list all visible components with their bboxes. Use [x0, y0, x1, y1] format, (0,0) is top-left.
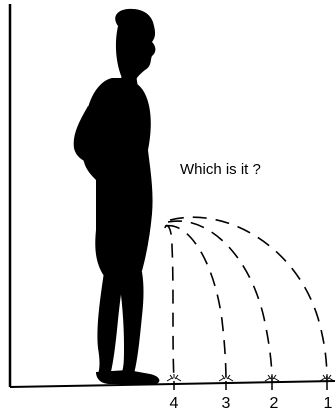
trajectory-4: [165, 225, 174, 381]
person-silhouette: [74, 9, 160, 384]
trajectory-2: [168, 221, 272, 381]
ground-line: [10, 381, 335, 387]
landing-label-1: 1: [324, 395, 333, 412]
landing-label-4: 4: [170, 395, 179, 412]
splash-mark-3: [219, 374, 233, 381]
splash-mark-4: [167, 374, 181, 381]
splash-marks: [167, 374, 334, 381]
trajectory-curves: [165, 217, 327, 381]
landing-label-2: 2: [270, 395, 279, 412]
landing-label-3: 3: [222, 395, 231, 412]
caption-text: Which is it ?: [180, 161, 261, 178]
trajectory-3: [166, 226, 226, 381]
